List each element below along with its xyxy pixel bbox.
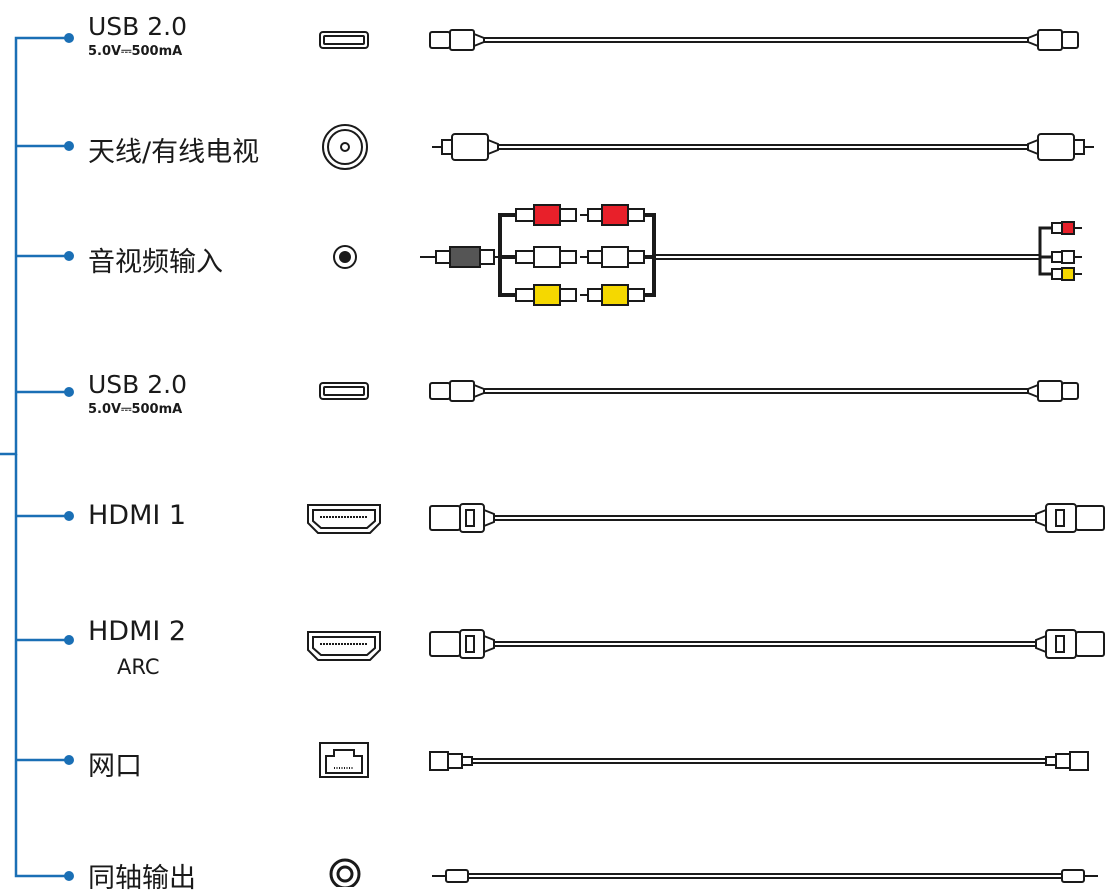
antenna-port-icon	[322, 124, 368, 170]
connection-bracket	[0, 36, 68, 878]
usb2-sublabel: 5.0V⎓500mA	[88, 402, 183, 417]
hdmi1-label: HDMI 1	[88, 500, 187, 531]
hdmi-cable	[429, 503, 1105, 533]
hdmi-port-icon	[307, 504, 381, 534]
ethernet-cable	[429, 751, 1089, 771]
coax-label: 同轴输出	[88, 863, 196, 894]
av-rca-cable	[420, 204, 1082, 306]
usb-port-icon	[319, 382, 369, 400]
usb1-label: USB 2.0	[88, 12, 188, 41]
lan-label: 网口	[88, 751, 142, 782]
usb-cable	[429, 380, 1079, 402]
hdmi-cable	[429, 629, 1105, 659]
usb2-label: USB 2.0	[88, 370, 188, 399]
coaxial-port-icon	[329, 858, 361, 887]
hdmi2-label: HDMI 2	[88, 616, 187, 647]
av-label: 音视频输入	[88, 247, 223, 278]
antenna-label: 天线/有线电视	[88, 137, 260, 168]
bracket-dots	[64, 33, 74, 881]
usb-port-icon	[319, 31, 369, 49]
hdmi2-sublabel: ARC	[117, 655, 160, 679]
coaxial-cable	[432, 869, 1098, 883]
av-jack-icon	[333, 245, 357, 269]
usb1-sublabel: 5.0V⎓500mA	[88, 44, 183, 59]
antenna-cable	[432, 133, 1094, 161]
usb-cable	[429, 29, 1079, 51]
ethernet-port-icon	[319, 742, 369, 778]
hdmi-port-icon	[307, 631, 381, 661]
